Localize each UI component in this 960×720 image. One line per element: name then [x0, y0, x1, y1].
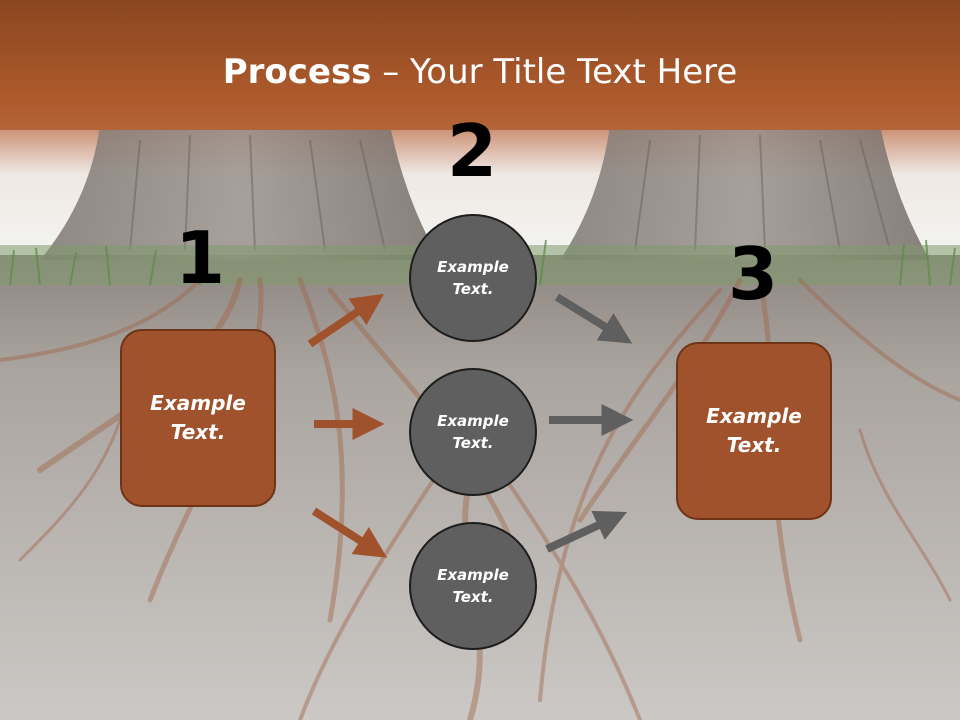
bottom-circle-text: Example Text. — [437, 565, 509, 607]
title-bold-part: Process — [222, 52, 372, 92]
step-number-2: 2 — [446, 109, 498, 193]
bottom-circle[interactable]: Example Text. — [409, 522, 537, 650]
top-circle[interactable]: Example Text. — [409, 214, 537, 342]
step-number-1: 1 — [174, 216, 226, 300]
left-process-box[interactable]: Example Text. — [120, 329, 276, 507]
right-box-text: Example Text. — [706, 404, 802, 457]
middle-circle-text: Example Text. — [437, 411, 509, 453]
right-process-box[interactable]: Example Text. — [676, 342, 832, 520]
title-rest-part: – Your Title Text Here — [371, 52, 738, 92]
left-box-text: Example Text. — [150, 391, 246, 444]
slide-title: Process – Your Title Text Here — [0, 52, 960, 92]
top-circle-text: Example Text. — [437, 257, 509, 299]
middle-circle[interactable]: Example Text. — [409, 368, 537, 496]
step-number-3: 3 — [727, 232, 779, 316]
